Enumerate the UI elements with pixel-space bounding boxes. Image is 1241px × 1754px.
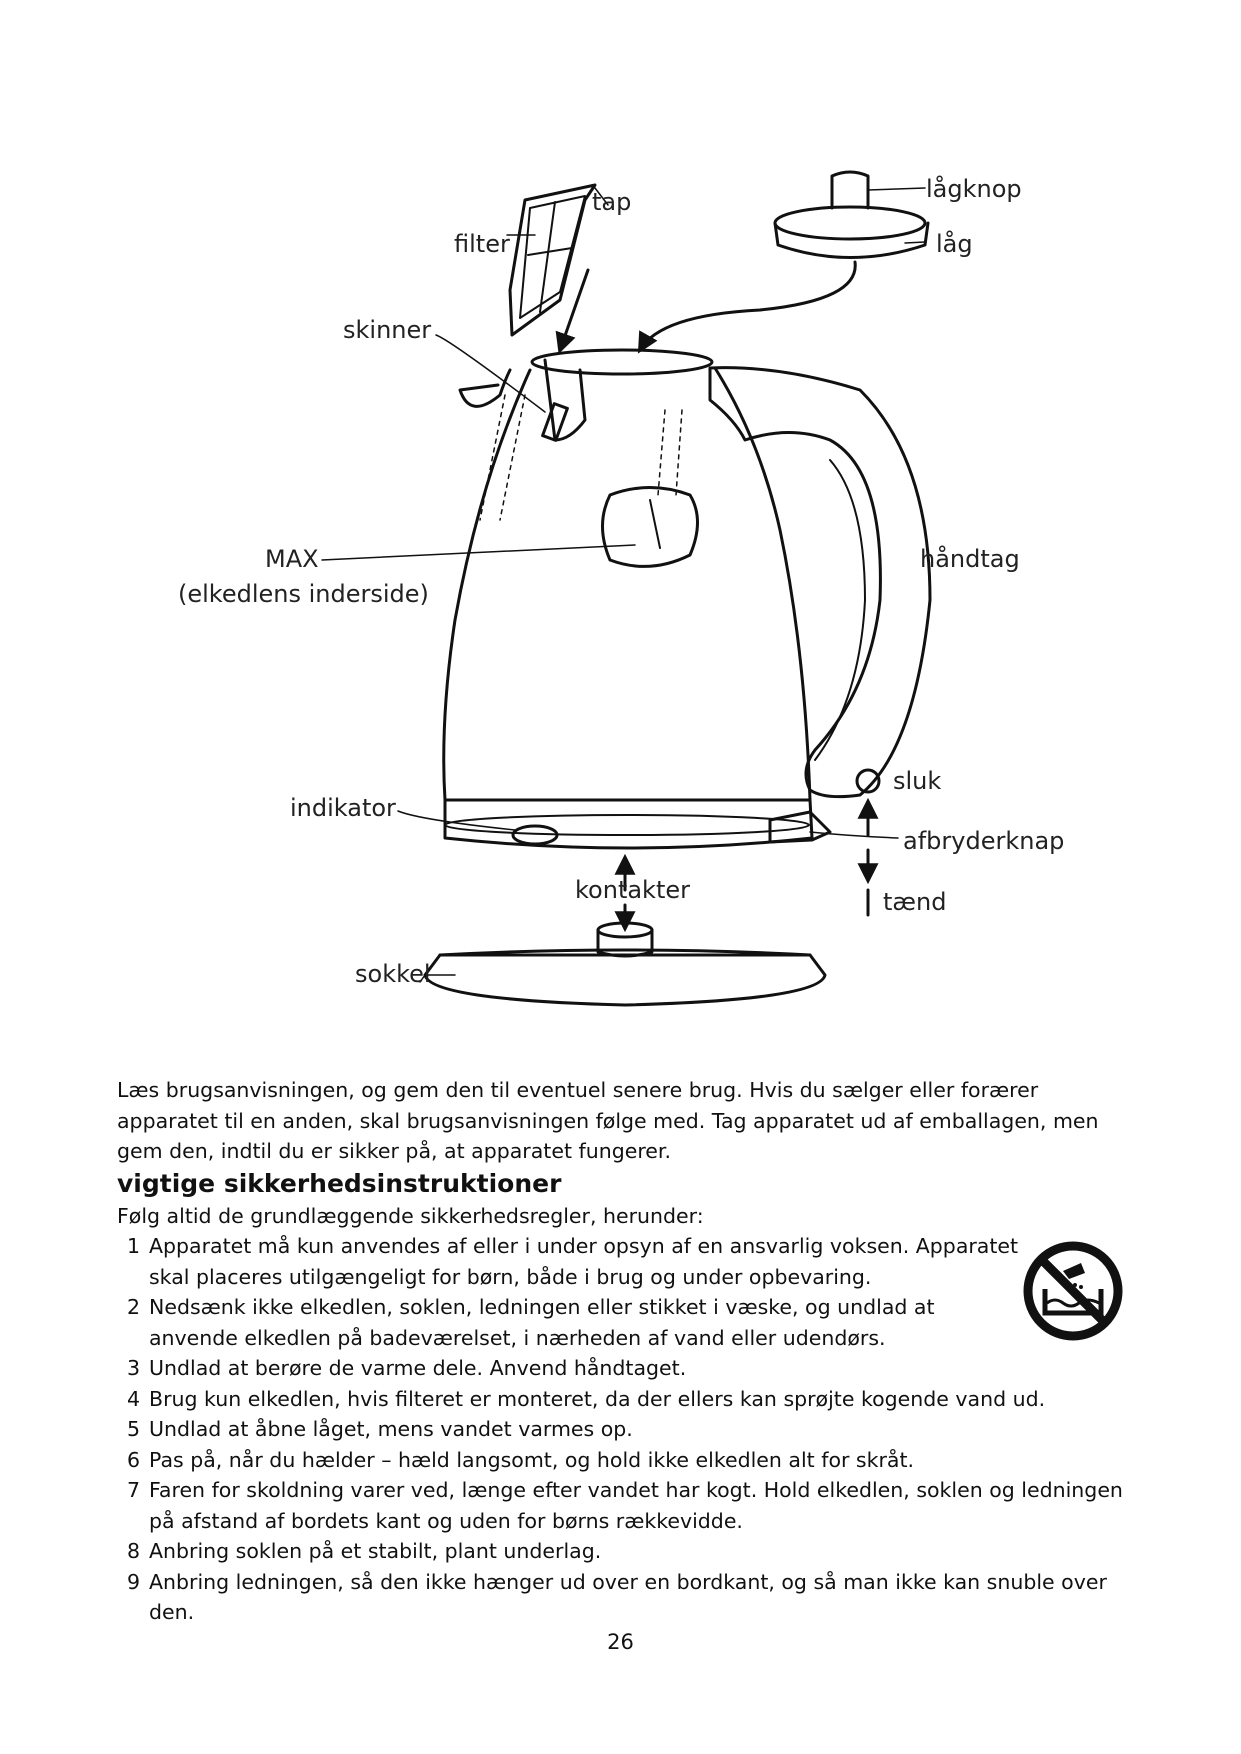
label-kontakter: kontakter (575, 876, 690, 904)
label-indikator: indikator (290, 794, 396, 822)
intro-paragraph: Læs brugsanvisningen, og gem den til eve… (117, 1078, 1099, 1163)
label-filter: filter (454, 230, 510, 258)
page-number: 26 (607, 1630, 634, 1654)
label-skinner: skinner (343, 316, 432, 344)
kettle-diagram (321, 170, 932, 1007)
label-taend: tænd (883, 888, 947, 916)
off-symbol-icon (855, 768, 881, 794)
label-afbryderknap: afbryderknap (903, 827, 1065, 855)
instructions-text: Læs brugsanvisningen, og gem den til eve… (117, 1075, 1137, 1628)
kettle-body (442, 348, 932, 850)
label-lag: låg (936, 230, 973, 258)
label-tap: tap (592, 188, 632, 216)
section-heading: vigtige sikkerhedsinstruktioner (117, 1168, 562, 1198)
no-immersion-in-water-icon (1023, 1241, 1123, 1341)
kettle-base (423, 921, 827, 1007)
label-sluk: sluk (893, 767, 942, 795)
filter-part (508, 183, 597, 337)
label-sokkel: sokkel (355, 960, 431, 988)
label-handtag: håndtag (920, 545, 1020, 573)
lead-paragraph: Følg altid de grundlæggende sikkerhedsre… (117, 1203, 704, 1228)
label-lagknop: lågknop (926, 175, 1022, 203)
label-max-subtitle: (elkedlens inderside) (178, 580, 429, 608)
label-max: MAX (265, 545, 319, 573)
lid-part (773, 170, 930, 259)
